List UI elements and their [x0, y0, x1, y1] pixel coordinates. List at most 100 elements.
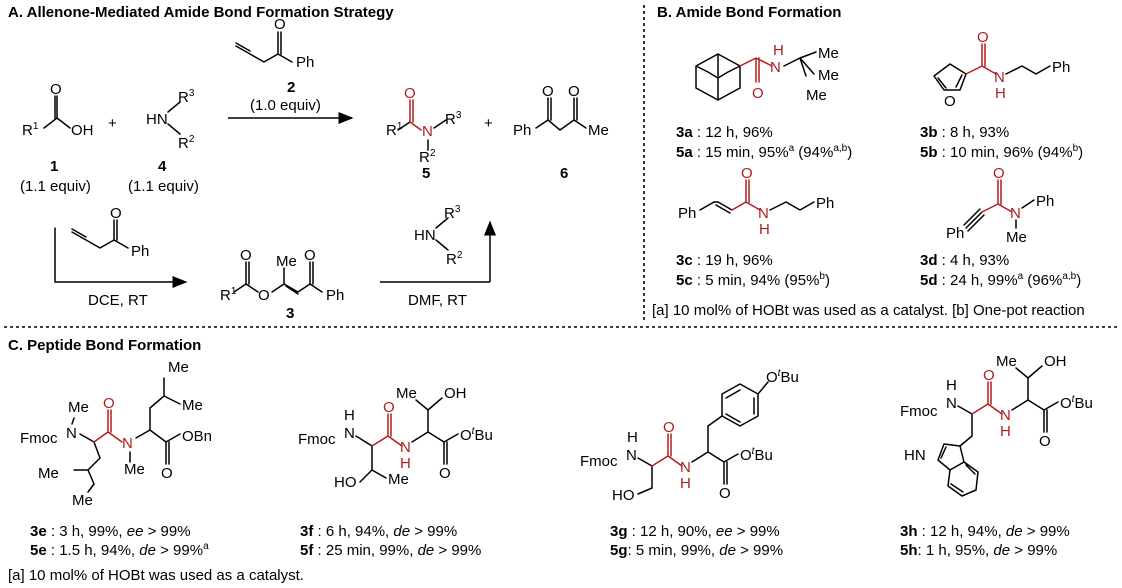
svg-text:O: O: [983, 367, 995, 384]
result-3a: 3a : 12 h, 96%: [676, 124, 773, 141]
svg-text:N: N: [770, 59, 781, 76]
svg-text:OtBu: OtBu: [460, 426, 493, 444]
result-3b: 3b : 8 h, 93%: [920, 124, 1009, 141]
svg-text:O: O: [110, 205, 122, 222]
svg-text:OBn: OBn: [182, 428, 212, 445]
structure-3d: Ph O N Ph Me: [946, 165, 1054, 246]
svg-text:Ph: Ph: [296, 54, 314, 71]
structure-3c: Ph O N H Ph: [678, 165, 834, 238]
svg-text:HO: HO: [612, 487, 635, 504]
structure-3b: O O N H Ph: [933, 29, 1070, 110]
svg-text:Fmoc: Fmoc: [298, 431, 336, 448]
svg-text:O: O: [944, 93, 956, 110]
svg-text:(1.1 equiv): (1.1 equiv): [20, 178, 91, 195]
svg-text:OH: OH: [444, 385, 467, 402]
amine-4: HN R3 R2 4 (1.1 equiv): [128, 88, 199, 195]
svg-text:O: O: [404, 85, 416, 102]
svg-text:HO: HO: [334, 474, 357, 491]
svg-text:H: H: [1000, 423, 1011, 440]
svg-text:N: N: [422, 123, 433, 140]
svg-text:OtBu: OtBu: [740, 446, 773, 464]
structure-3e: Fmoc N Me Me Me O N Me Me Me O OBn: [20, 359, 212, 509]
svg-text:O: O: [977, 29, 989, 46]
result-5a: 5a : 15 min, 95%a (94%a,b): [676, 143, 852, 161]
svg-text:6: 6: [560, 165, 568, 182]
structure-3a: O N H Me Me Me: [695, 42, 839, 104]
svg-text:H: H: [627, 429, 638, 446]
svg-text:R3: R3: [178, 88, 195, 106]
svg-text:N: N: [1000, 407, 1011, 424]
acid-1: O R1 OH 1 (1.1 equiv): [20, 81, 94, 195]
svg-text:N: N: [680, 459, 691, 476]
svg-text:Ph: Ph: [1052, 59, 1070, 76]
svg-text:O: O: [258, 287, 270, 304]
amine-reagent-lower: HN R3 R2: [414, 204, 463, 268]
result-5d: 5d : 24 h, 99%a (96%a,b): [920, 271, 1081, 289]
svg-text:H: H: [344, 407, 355, 424]
svg-text:OH: OH: [71, 122, 94, 139]
svg-text:Me: Me: [68, 399, 89, 416]
plus-1: +: [108, 115, 117, 132]
svg-text:Fmoc: Fmoc: [20, 430, 58, 447]
result-3f: 3f : 6 h, 94%, de > 99%: [300, 523, 457, 540]
section-c-title: C. Peptide Bond Formation: [8, 337, 201, 354]
svg-text:HN: HN: [414, 227, 436, 244]
svg-text:R2: R2: [178, 134, 195, 152]
svg-text:OH: OH: [1044, 353, 1067, 370]
svg-text:Me: Me: [806, 87, 827, 104]
svg-text:N: N: [994, 69, 1005, 86]
svg-text:H: H: [946, 377, 957, 394]
svg-text:O: O: [741, 165, 753, 182]
svg-text:R1: R1: [22, 121, 39, 139]
svg-text:O: O: [568, 83, 580, 100]
svg-text:N: N: [400, 439, 411, 456]
amide-5: O N R1 R3 R2 5: [386, 85, 462, 182]
svg-text:(1.1 equiv): (1.1 equiv): [128, 178, 199, 195]
result-5h: 5h: 1 h, 95%, de > 99%: [900, 542, 1057, 559]
svg-text:R2: R2: [446, 250, 463, 268]
svg-text:OtBu: OtBu: [766, 368, 799, 386]
svg-text:Me: Me: [168, 359, 189, 376]
svg-text:H: H: [400, 455, 411, 472]
svg-text:Me: Me: [1006, 229, 1027, 246]
svg-text:O: O: [542, 83, 554, 100]
svg-text:5: 5: [422, 165, 430, 182]
svg-text:H: H: [995, 85, 1006, 102]
svg-text:H: H: [773, 42, 784, 59]
svg-text:O: O: [50, 81, 62, 98]
svg-text:Fmoc: Fmoc: [900, 403, 938, 420]
svg-text:O: O: [663, 419, 675, 436]
result-5e: 5e : 1.5 h, 94%, de > 99%a: [30, 541, 209, 559]
section-a-title: A. Allenone-Mediated Amide Bond Formatio…: [8, 4, 394, 21]
svg-text:Me: Me: [38, 465, 59, 482]
cond-step2: DMF, RT: [408, 292, 467, 309]
svg-text:1: 1: [50, 158, 58, 175]
svg-text:O: O: [304, 247, 316, 264]
svg-text:R3: R3: [445, 110, 462, 128]
svg-text:(1.0 equiv): (1.0 equiv): [250, 97, 321, 114]
allenone-2: O Ph 2 (1.0 equiv): [235, 16, 321, 114]
svg-text:N: N: [122, 435, 133, 452]
structure-3f: Fmoc N H HO Me O N H Me OH O OtBu: [298, 385, 493, 491]
structure-3h: Fmoc N H HN O N H Me OH O OtBu: [900, 353, 1093, 497]
svg-text:O: O: [719, 485, 731, 502]
svg-text:N: N: [758, 205, 769, 222]
svg-text:Ph: Ph: [1036, 193, 1054, 210]
result-3d: 3d : 4 h, 93%: [920, 252, 1009, 269]
svg-text:3: 3: [286, 305, 294, 322]
svg-text:Ph: Ph: [816, 195, 834, 212]
result-5f: 5f : 25 min, 99%, de > 99%: [300, 542, 481, 559]
svg-text:Me: Me: [396, 385, 417, 402]
svg-text:O: O: [103, 395, 115, 412]
svg-text:Me: Me: [818, 45, 839, 62]
svg-text:Me: Me: [182, 397, 203, 414]
svg-text:R2: R2: [419, 148, 436, 166]
svg-text:Me: Me: [276, 253, 297, 270]
svg-text:Ph: Ph: [513, 122, 531, 139]
cond-step1: DCE, RT: [88, 292, 148, 309]
svg-text:R3: R3: [444, 204, 461, 222]
svg-text:O: O: [240, 247, 252, 264]
result-5c: 5c : 5 min, 94% (95%b): [676, 271, 830, 289]
svg-text:4: 4: [158, 158, 167, 175]
